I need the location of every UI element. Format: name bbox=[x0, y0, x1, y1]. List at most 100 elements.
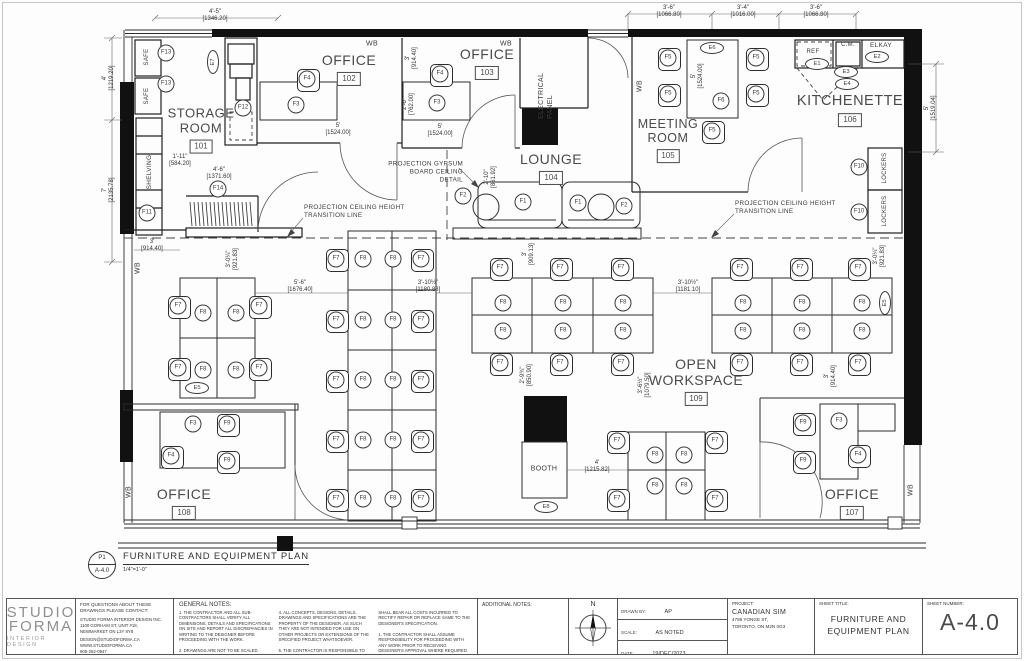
furniture-tag-f13: F13 bbox=[157, 75, 175, 93]
furniture-tag-f8: F8 bbox=[614, 322, 632, 340]
contact-line: DESIGN@STUDIOFORMA.CA bbox=[80, 637, 140, 643]
furniture-tag-f7: F7 bbox=[731, 259, 749, 277]
furniture-tag-f1: F1 bbox=[569, 194, 587, 212]
room-number: 108 bbox=[172, 506, 196, 521]
project-info: PROJECT: CANADIAN SIM 4789 YONGE ST, TOR… bbox=[728, 599, 815, 654]
plan-text: WB bbox=[366, 40, 378, 48]
logo-tagline: INTERIOR DESIGN bbox=[7, 635, 47, 648]
furniture-tag-f8: F8 bbox=[734, 294, 752, 312]
furniture-tag-f8: F8 bbox=[354, 311, 372, 329]
furniture-tag-f7: F7 bbox=[551, 354, 569, 372]
dimension: 4'-6"[1371.60] bbox=[206, 167, 232, 180]
furniture-tag-f7: F7 bbox=[791, 354, 809, 372]
furniture-tag-f1: F1 bbox=[514, 193, 532, 211]
general-notes: GENERAL NOTES: 1. THE CONTRACTOR AND ALL… bbox=[174, 599, 478, 654]
plan-text: ELKAY bbox=[870, 41, 892, 49]
furniture-tag-f5: F5 bbox=[747, 85, 765, 103]
field-label: DATE: bbox=[621, 651, 634, 654]
contact-heading: FOR QUESTIONS ABOUT THESE DRAWINGS PLEAS… bbox=[80, 602, 152, 613]
furniture-tag-f8: F8 bbox=[227, 361, 245, 379]
furniture-tag-f5: F5 bbox=[747, 49, 765, 67]
furniture-tag-f8: F8 bbox=[675, 477, 693, 495]
plan-caption-title: FURNITURE AND EQUIPMENT PLAN bbox=[123, 551, 309, 565]
furniture-tag-f8: F8 bbox=[554, 322, 572, 340]
furniture-tag-f7: F7 bbox=[327, 250, 345, 268]
furniture-tag-f3: F3 bbox=[428, 94, 446, 112]
furniture-tag-f7: F7 bbox=[551, 259, 569, 277]
furniture-tag-e3: E3 bbox=[834, 66, 858, 78]
dimension: 3'[909.13] bbox=[522, 243, 535, 265]
furniture-tag-f4: F4 bbox=[431, 65, 449, 83]
contact-info: FOR QUESTIONS ABOUT THESE DRAWINGS PLEAS… bbox=[76, 599, 174, 654]
furniture-tag-f5: F5 bbox=[659, 85, 677, 103]
dimension: 3'-4"[1016.00] bbox=[730, 5, 756, 18]
furniture-tag-f8: F8 bbox=[614, 294, 632, 312]
room-number: 103 bbox=[475, 66, 499, 81]
plan-text: REF bbox=[806, 49, 820, 56]
plan-text: WB bbox=[500, 40, 512, 48]
room-number: 107 bbox=[840, 506, 864, 521]
furniture-tag-f8: F8 bbox=[793, 322, 811, 340]
furniture-tag-f4: F4 bbox=[849, 446, 867, 464]
furniture-tag-e5: E5 bbox=[879, 291, 891, 315]
detail-ref: P1 bbox=[89, 552, 115, 565]
plan-text: PROJECTION CEILING HEIGHT TRANSITION LIN… bbox=[735, 199, 836, 215]
furniture-tag-f8: F8 bbox=[384, 490, 402, 508]
dimension: 5'[1519.04] bbox=[924, 95, 937, 121]
furniture-tag-f7: F7 bbox=[612, 354, 630, 372]
field-row: DATE: 19/DEC/2023 bbox=[618, 641, 727, 654]
plan-text: WB bbox=[125, 486, 133, 498]
furniture-tag-f7: F7 bbox=[791, 259, 809, 277]
plan-text: C.M. bbox=[841, 42, 855, 49]
dimension: 4'[1215.82] bbox=[584, 460, 610, 473]
furniture-tag-f8: F8 bbox=[384, 311, 402, 329]
field-row: DRAWN BY: AP bbox=[618, 599, 727, 620]
dimension: 3'-10½"[1180.88] bbox=[415, 280, 441, 293]
furniture-tag-f8: F8 bbox=[675, 446, 693, 464]
furniture-tag-f7: F7 bbox=[412, 490, 430, 508]
firm-logo: STUDIO FORMA INTERIOR DESIGN bbox=[7, 599, 76, 654]
furniture-tag-f14: F14 bbox=[209, 180, 227, 198]
furniture-tag-f7: F7 bbox=[169, 297, 187, 315]
general-notes-heading: GENERAL NOTES: bbox=[179, 602, 232, 608]
drawing-fields: DRAWN BY: AP SCALE: AS NOTED DATE: 19/DE… bbox=[618, 599, 728, 654]
project-address1: 4789 YONGE ST, bbox=[732, 617, 768, 622]
dimension: 1'-11"[584.20] bbox=[169, 154, 191, 167]
dimension: 4'[1219.20] bbox=[102, 65, 115, 91]
furniture-tag-f9: F9 bbox=[794, 452, 812, 470]
furniture-tag-f8: F8 bbox=[384, 371, 402, 389]
plan-text: ELECTRICAL PANEL bbox=[537, 72, 554, 119]
furniture-tag-f7: F7 bbox=[608, 432, 626, 450]
dimension: 3'-0¼"[921.83] bbox=[873, 245, 886, 267]
sheet-title-label: SHEET TITLE: bbox=[819, 601, 849, 606]
general-notes-col2: 4. ALL CONCEPTS, DESIGNS, DETAILS, DRAWI… bbox=[278, 610, 369, 654]
dimension: 3'[914.40] bbox=[141, 239, 163, 252]
furniture-tag-f2: F2 bbox=[454, 187, 472, 205]
dimension: 5'-6"[1676.40] bbox=[287, 280, 313, 293]
furniture-tag-f7: F7 bbox=[169, 359, 187, 377]
contact-line: WWW.STUDIOFORMA.CA bbox=[80, 643, 133, 649]
dimension: 3'-6"[1066.80] bbox=[803, 5, 829, 18]
furniture-tag-f13: F13 bbox=[157, 44, 175, 62]
furniture-tag-f8: F8 bbox=[354, 250, 372, 268]
furniture-tag-f5: F5 bbox=[659, 49, 677, 67]
furniture-tag-f5: F5 bbox=[703, 122, 721, 140]
plan-text: SHELVING bbox=[145, 154, 153, 190]
furniture-tag-f8: F8 bbox=[494, 322, 512, 340]
dimension: 2'-10"[861.92] bbox=[484, 166, 497, 188]
room-number: 106 bbox=[838, 112, 862, 127]
north-arrow: N bbox=[569, 599, 618, 654]
sheet-number-value: A-4.0 bbox=[940, 609, 1000, 635]
furniture-tag-f9: F9 bbox=[794, 414, 812, 432]
dimension: 7'[2135.78] bbox=[102, 177, 115, 203]
dimension: 3'[914.40] bbox=[824, 365, 837, 387]
contact-line: STUDIO FORMA INTERIOR DESIGN INC. bbox=[80, 616, 162, 622]
contact-line: 905-252-0947 bbox=[80, 648, 107, 654]
project-name: CANADIAN SIM bbox=[732, 609, 787, 616]
compass-icon bbox=[575, 610, 611, 646]
furniture-tag-f7: F7 bbox=[849, 354, 867, 372]
